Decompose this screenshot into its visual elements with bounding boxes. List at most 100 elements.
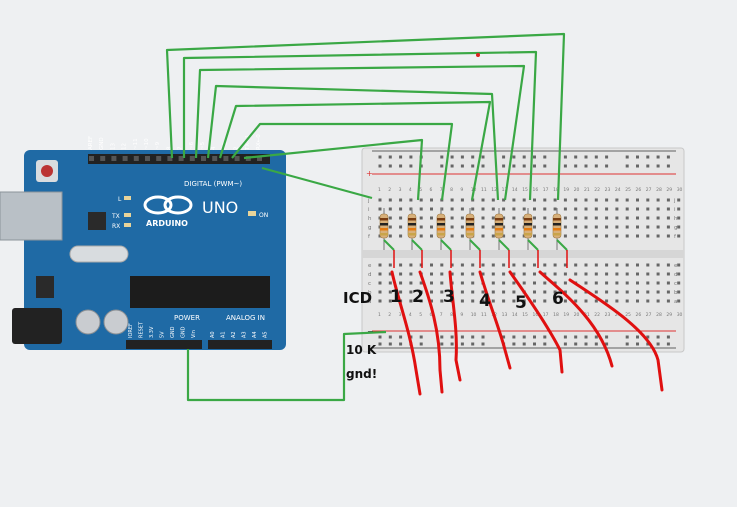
bb-column-number: 17 — [543, 187, 549, 193]
bb-rail-hole — [584, 155, 588, 159]
bb-hole — [677, 216, 681, 220]
digital-pin-socket[interactable] — [133, 156, 139, 161]
bb-rail-hole — [522, 335, 526, 339]
resistor[interactable] — [523, 208, 539, 268]
digital-pin-socket[interactable] — [156, 156, 162, 161]
digital-pin-socket[interactable] — [201, 156, 206, 161]
wire-pin4[interactable] — [231, 122, 454, 201]
bb-hole — [502, 198, 506, 202]
resistor[interactable] — [436, 208, 452, 268]
bb-rail-hole — [471, 155, 475, 159]
digital-pin-socket[interactable] — [178, 156, 184, 161]
digital-pin-socket[interactable] — [100, 156, 106, 161]
bb-hole — [615, 290, 619, 294]
bb-hole — [502, 225, 506, 229]
bb-hole — [430, 290, 433, 294]
digital-pin-socket[interactable] — [167, 156, 173, 161]
digital-pin-socket[interactable] — [111, 156, 117, 161]
bb-hole — [636, 299, 639, 303]
bb-hole — [584, 198, 588, 202]
bb-hole — [656, 281, 660, 285]
bb-hole — [522, 299, 526, 303]
resistor[interactable] — [465, 208, 481, 268]
bb-hole — [533, 225, 536, 229]
wire-pin2[interactable] — [261, 166, 373, 200]
digital-pin-socket[interactable] — [122, 156, 128, 161]
bb-rail-hole — [636, 335, 639, 339]
wire-pin9[interactable] — [165, 32, 566, 201]
bb-hole — [491, 207, 495, 211]
analog-pin-label: A5 — [263, 331, 269, 338]
wire-gnd[interactable] — [186, 330, 387, 402]
bb-column-number: 22 — [594, 187, 600, 193]
bb-hole — [646, 290, 650, 294]
digital-pin-socket[interactable] — [212, 156, 218, 161]
bb-hole — [430, 207, 433, 211]
bb-hole — [430, 272, 433, 276]
digital-pin-socket[interactable] — [145, 156, 150, 161]
bb-column-number: 25 — [625, 312, 631, 318]
bb-column-number: 21 — [584, 312, 590, 318]
resistor[interactable] — [379, 208, 395, 268]
bb-hole — [646, 225, 650, 229]
resistor[interactable] — [407, 208, 423, 268]
bb-column-number: 19 — [563, 312, 569, 318]
bb-row-letter: e — [674, 263, 678, 269]
bb-column-number: 28 — [656, 187, 662, 193]
digital-pin-socket[interactable] — [223, 156, 229, 161]
capacitor-1 — [75, 309, 101, 335]
digital-pin-socket[interactable] — [234, 156, 240, 161]
wire-pin7[interactable] — [194, 64, 526, 201]
bb-hole — [563, 263, 567, 267]
bb-hole — [594, 281, 598, 285]
bb-hole — [625, 272, 629, 276]
bb-hole — [399, 216, 403, 220]
bb-hole — [512, 263, 516, 267]
digital-pin-socket[interactable] — [257, 156, 262, 161]
bb-hole — [481, 234, 485, 238]
wire-pin3[interactable] — [243, 138, 424, 201]
wire-pin5[interactable] — [218, 100, 492, 201]
bb-rail-hole — [625, 164, 629, 168]
bb-hole — [656, 263, 660, 267]
digital-pin-socket[interactable] — [89, 156, 94, 161]
bb-rail-hole — [543, 342, 547, 346]
bb-row-letter: g — [674, 225, 678, 231]
channel-label-4: 4 — [479, 291, 491, 311]
analog-pin-label: A1 — [221, 331, 227, 338]
bb-hole — [625, 234, 629, 238]
analog-header — [208, 340, 272, 349]
analog-pin-label: A0 — [210, 331, 216, 338]
power-pin-label: IOREF — [128, 323, 134, 338]
analog-header-label: ANALOG IN — [226, 314, 265, 322]
channel-label-5: 5 — [515, 293, 527, 313]
bb-hole — [615, 281, 619, 285]
red-line-6 — [538, 270, 614, 368]
wire-pin8[interactable] — [182, 50, 538, 201]
bb-rail-hole — [533, 164, 536, 168]
digital-pin-socket[interactable] — [189, 156, 195, 161]
bb-rail-hole — [450, 342, 454, 346]
breadboard[interactable]: + − 112233445566778899101011111212131314… — [361, 147, 685, 353]
resistor[interactable] — [494, 208, 510, 268]
brand-label: ARDUINO — [146, 219, 188, 228]
bb-column-number: 1 — [378, 312, 381, 318]
power-pin-label: GND — [170, 326, 176, 338]
bb-rail-hole — [563, 164, 567, 168]
bb-hole — [481, 225, 485, 229]
bb-hole — [491, 225, 495, 229]
bb-rail-hole — [512, 342, 516, 346]
bb-rail-hole — [502, 335, 506, 339]
analog-pin-label: A3 — [242, 331, 248, 338]
bb-rail-hole — [656, 164, 660, 168]
bb-hole — [677, 263, 681, 267]
bb-hole — [471, 281, 475, 285]
wire-pin6[interactable] — [206, 84, 500, 201]
channel-label-6: 6 — [552, 289, 564, 309]
bb-hole — [419, 290, 423, 294]
resistor[interactable] — [552, 208, 568, 268]
bb-hole — [574, 207, 578, 211]
